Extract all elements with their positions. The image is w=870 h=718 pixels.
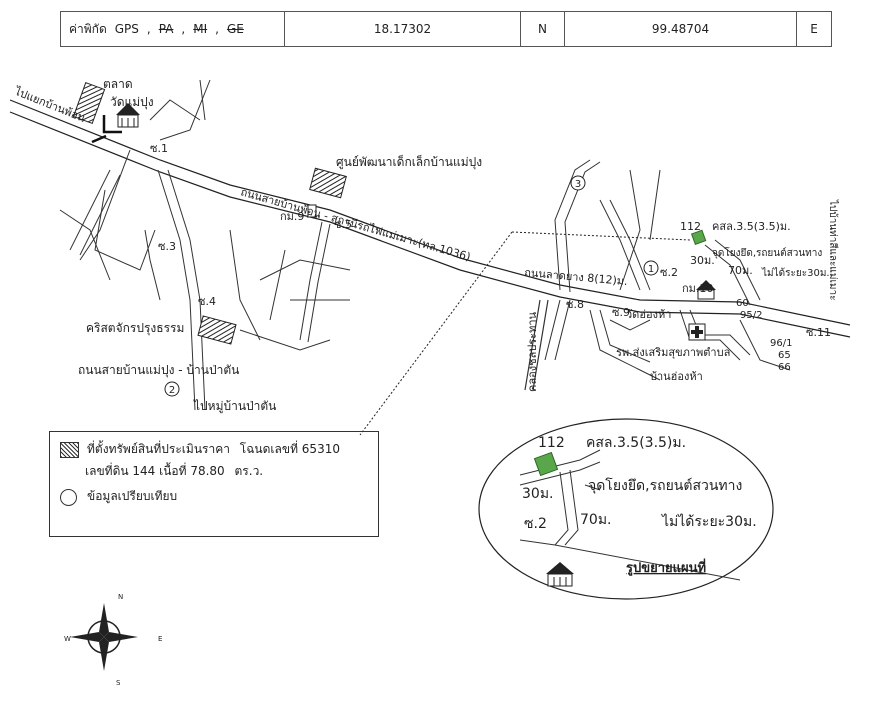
compass-w: W: [64, 635, 71, 643]
h-no-95-label: 95/2: [740, 310, 762, 321]
h-no-66-label: 66: [778, 362, 791, 373]
system-ge: GE: [226, 22, 244, 36]
legend-property-line1b: โฉนดเลขที่ 65310: [239, 442, 340, 456]
system-mi: MI: [193, 22, 208, 36]
temple-icon: [696, 280, 716, 300]
longitude-hemisphere: E: [810, 22, 818, 36]
road-spec-label: คสล.3.5(3.5)ม.: [712, 220, 791, 233]
inset-road-spec: คสล.3.5(3.5)ม.: [586, 435, 686, 451]
comparison-marker-1: 1: [643, 260, 659, 276]
h-no-65-label: 65: [778, 350, 791, 361]
m70-label: 70ม.: [728, 264, 753, 277]
market-label: ตลาด: [103, 77, 133, 91]
km9-label: กม.9: [280, 210, 304, 223]
temple-icon: [116, 103, 140, 128]
legend-property-line2b: ตร.ว.: [234, 464, 264, 478]
wat-maepung-label: วัดแม่ปุง: [110, 95, 154, 110]
svg-text:2: 2: [169, 385, 175, 396]
coord-label: ค่าพิกัด: [69, 21, 107, 36]
inset-rights-point: จุดโยงยึด,รถยนต์สวนทาง: [588, 477, 742, 494]
comparison-marker-3: 3: [570, 175, 586, 191]
coordinate-label-cell: ค่าพิกัด GPS , PA , MI , GE: [61, 12, 285, 46]
hatch-swatch-icon: [60, 442, 79, 458]
hospital-icon: [688, 323, 706, 341]
rights-point-label: จุดโยงยึด,รถยนต์สวนทาง: [712, 246, 822, 259]
legend-property-line2: เลขที่ดิน 144 เนื้อที่ 78.80 ตร.ว.: [60, 462, 368, 481]
km-marker-icon: [307, 204, 317, 218]
map-labels: ตลาด วัดแม่ปุง ไปแยกบ้านพ้อน ซ.1 ซ.3 ซ.4…: [12, 77, 839, 414]
market-building: [72, 82, 106, 124]
svg-text:1: 1: [648, 264, 654, 275]
road-maepung-label: ถนนสายบ้านแม่ปุง - บ้านป่าตัน: [78, 363, 239, 378]
to-pa-tan-label: ไปหมู่บ้านป่าตัน: [193, 399, 276, 414]
comparison-circle-icon: [60, 489, 77, 506]
child-center-label: ศูนย์พัฒนาเด็กเล็กบ้านแม่ปุง: [336, 154, 482, 170]
legend-property-row: ที่ตั้งทรัพย์สินที่ประเมินราคา โฉนดเลขที…: [60, 440, 368, 458]
legend-property-line2a: เลขที่ดิน 144 เนื้อที่ 78.80: [85, 464, 225, 478]
legend-comparison-row: ข้อมูลเปรียบเทียบ: [60, 487, 368, 506]
soi3-label: ซ.3: [158, 240, 176, 253]
subject-property-marker: [690, 229, 707, 245]
system-pa: PA: [158, 22, 174, 36]
church-building: [197, 315, 237, 345]
latitude-value: 18.17302: [285, 12, 521, 46]
inset-not-distance: ไม่ได้ระยะ30ม.: [661, 513, 757, 530]
not-distance-label: ไม่ได้ระยะ30ม.: [761, 267, 830, 279]
inset-subject-marker: [533, 451, 559, 477]
m30-label: 30ม.: [690, 254, 715, 267]
main-road-label: ถนนสายบ้านพ้อน - สถานีรถไฟแม่เมาะ(ทล.103…: [239, 185, 472, 263]
inset-soi2: ซ.2: [524, 516, 547, 532]
soi11-label: ซ.11: [806, 326, 831, 339]
bridge-mark: [91, 115, 122, 144]
main-road: [9, 99, 851, 338]
soi5-label: ซ.5: [334, 218, 352, 231]
inset-h-no: 112: [538, 435, 565, 451]
h-no-112-label: 112: [680, 220, 701, 233]
side-roads: [59, 79, 791, 411]
map-legend: ที่ตั้งทรัพย์สินที่ประเมินราคา โฉนดเลขที…: [49, 431, 379, 537]
soi9-label: ซ.9: [612, 306, 630, 319]
h-no-96-label: 96/1: [770, 338, 792, 349]
inset-map: 112 คสล.3.5(3.5)ม. 30ม. ซ.2 70ม. จุดโยงย…: [478, 418, 774, 600]
road-asphalt-label: ถนนลาดยาง 8(12)ม.: [524, 266, 628, 288]
soi8-label: ซ.8: [566, 298, 584, 311]
compass-rose: N E S W: [64, 593, 162, 687]
inset-connector: [359, 231, 691, 436]
comparison-marker-2: 2: [164, 381, 180, 397]
ban-ong-ha-label: บ้านฮ่องห้า: [650, 370, 703, 383]
irrigation-canal: [524, 299, 549, 391]
inset-m30: 30ม.: [522, 486, 554, 502]
soi4-label: ซ.4: [198, 295, 216, 308]
wat-ong-ha-label: วัดฮ่องห้า: [626, 308, 671, 321]
inset-temple-icon: [546, 562, 574, 587]
soi2-label: ซ.2: [660, 266, 678, 279]
inset-caption: รูปขยายแผนที่: [626, 558, 706, 576]
canal-label: คลองชลประทาน: [526, 311, 539, 392]
hospital-label: รพ.ส่งเสริมสุขภาพตำบล: [616, 346, 730, 359]
to-ban-phon-label: ไปแยกบ้านพ้อน: [12, 84, 88, 125]
legend-comparison-text: ข้อมูลเปรียบเทียบ: [87, 489, 178, 503]
svg-text:3: 3: [575, 179, 581, 190]
child-center-building: [309, 167, 347, 199]
church-label: คริสตจักรปรุงธรรม: [86, 321, 184, 336]
legend-property-line1a: ที่ตั้งทรัพย์สินที่ประเมินราคา: [87, 442, 230, 456]
coordinate-table: ค่าพิกัด GPS , PA , MI , GE 18.17302 N 9…: [60, 11, 832, 47]
latitude-hemisphere: N: [521, 12, 565, 46]
h-no-60-label: 60: [736, 298, 749, 309]
soi1-label: ซ.1: [150, 142, 168, 155]
inset-m70: 70ม.: [580, 512, 612, 528]
compass-e: E: [158, 635, 162, 643]
longitude-value: 99.48704: [565, 12, 797, 46]
compass-s: S: [116, 679, 121, 687]
to-mae-mo-label: ไปบ้านท่าสีและแม่เมาะ: [827, 199, 839, 300]
km10-label: กม.10: [682, 282, 713, 295]
compass-n: N: [118, 593, 123, 601]
system-gps: GPS: [114, 22, 139, 36]
